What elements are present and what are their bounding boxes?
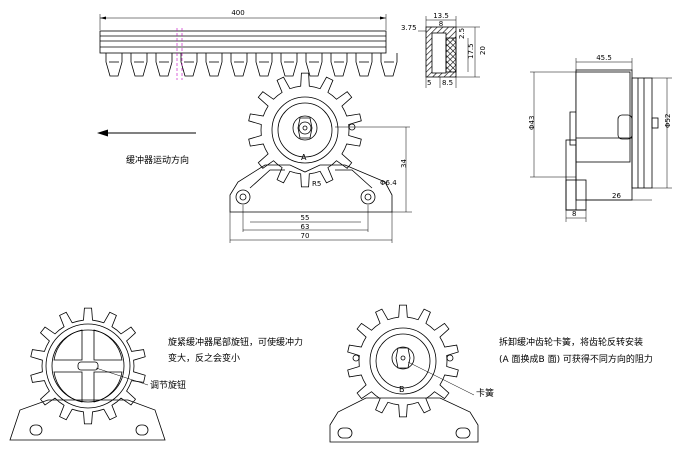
dim-front-height: 34 (400, 159, 408, 168)
rack-tooth (380, 53, 398, 77)
knob-view-gear-teeth (30, 307, 146, 425)
reverse-gear-view: B 卡簧 拆卸缓冲齿轮卡簧，将齿轮反转安装 (A 面换成B 面) 可获得不同方向… (329, 304, 653, 443)
reverse-note-line2: (A 面换成B 面) 可获得不同方向的阻力 (499, 353, 653, 365)
dim-side-8: 8 (572, 210, 576, 218)
dim-side-width: 45.5 (596, 54, 612, 62)
rack-tooth (230, 53, 248, 77)
rack-tooth (105, 53, 123, 77)
dim-section-5: 5 (427, 79, 431, 87)
rack-tooth (355, 53, 373, 77)
damper-side-view: 45.5 Φ43 Φ52 26 8 (528, 54, 672, 222)
rack-tooth (180, 53, 198, 77)
dim-front-radius: R5 (312, 180, 321, 188)
direction-note: 缓冲器运动方向 (126, 154, 189, 166)
face-b-label: B (399, 385, 405, 394)
reverse-note-line1: 拆卸缓冲齿轮卡簧，将齿轮反转安装 (499, 336, 643, 348)
gear-rack: 400 (99, 9, 398, 80)
knob-note-line1: 旋紧缓冲器尾部旋钮，可使缓冲力 (168, 336, 303, 348)
clip-callout: 卡簧 (476, 387, 494, 399)
rack-tooth (330, 53, 348, 77)
dim-section-inner: 8 (439, 20, 443, 28)
reverse-view-gear-teeth (347, 304, 459, 418)
damper-front-view: A R5 Φ6.4 34 55 63 70 (229, 72, 412, 243)
dim-front-55: 55 (301, 214, 310, 222)
rack-tooth (305, 53, 323, 77)
knob-note-line2: 变大，反之会变小 (168, 352, 240, 364)
knob-callout: 调节旋钮 (150, 379, 186, 391)
dim-front-hole: Φ6.4 (380, 179, 397, 187)
knob-adjust-view: 调节旋钮 旋紧缓冲器尾部旋钮，可使缓冲力 变大，反之会变小 (9, 307, 303, 441)
dim-section-width: 13.5 (433, 12, 449, 20)
dim-section-85: 8.5 (442, 79, 453, 87)
dim-section-lip: 3.75 (401, 24, 417, 32)
rack-cross-section: 13.5 8 3.75 2.5 17.5 20 5 8.5 (401, 12, 487, 88)
rack-tooth (280, 53, 298, 77)
dim-side-phi43: Φ43 (528, 116, 536, 130)
rack-tooth (255, 53, 273, 77)
motion-direction-arrow: 缓冲器运动方向 (97, 129, 196, 166)
dim-section-17: 17.5 (467, 43, 475, 59)
front-gear-teeth (248, 72, 362, 188)
dim-section-height: 20 (479, 46, 487, 55)
dim-front-70: 70 (301, 232, 310, 240)
rack-tooth (205, 53, 223, 77)
dim-rack-length: 400 (231, 9, 244, 17)
rack-tooth (130, 53, 148, 77)
dim-section-25: 2.5 (458, 28, 466, 39)
face-a-label: A (301, 153, 307, 162)
dim-side-26: 26 (612, 192, 621, 200)
rack-tooth (155, 53, 173, 77)
dim-front-63: 63 (301, 223, 310, 231)
dim-side-phi52: Φ52 (664, 114, 672, 128)
